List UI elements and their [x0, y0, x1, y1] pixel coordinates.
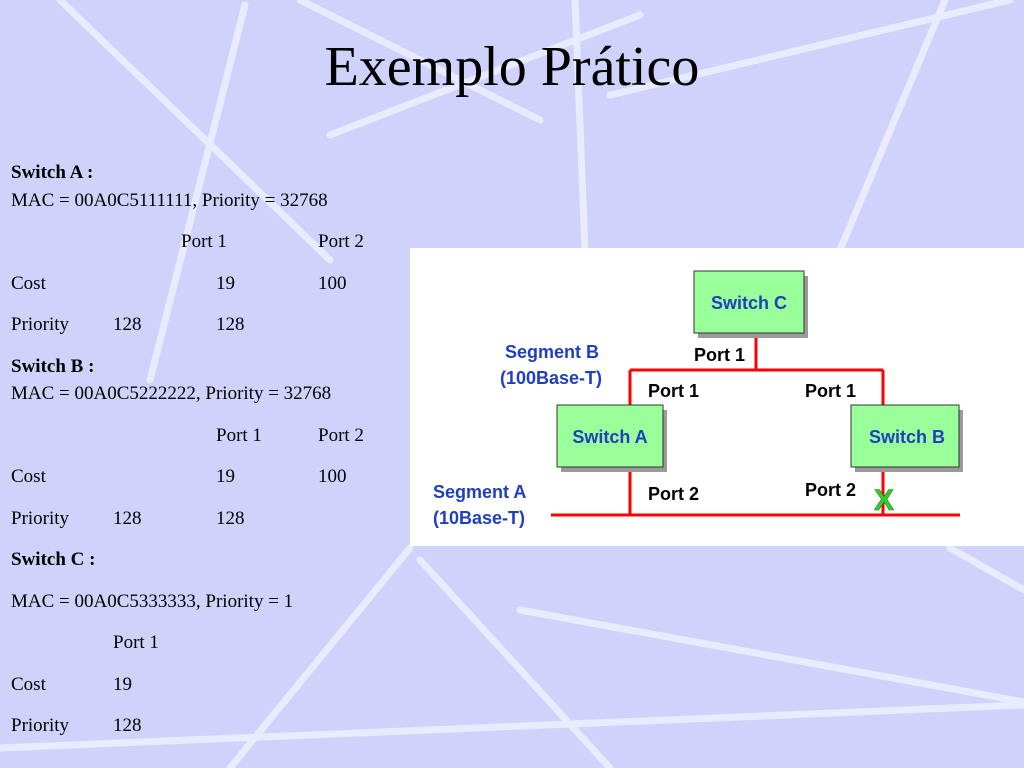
switch-c-mac: MAC = 00A0C5333333, Priority = 1 — [11, 591, 294, 612]
segment-b-label-line1: Segment B — [505, 342, 599, 362]
switch-a-port1-header: Port 1 — [181, 231, 227, 252]
switch-b-mac: MAC = 00A0C5222222, Priority = 32768 — [11, 383, 332, 404]
switch-a-mac: MAC = 00A0C5111111, Priority = 32768 — [11, 190, 328, 211]
switch-a-heading: Switch A : — [11, 162, 94, 183]
switch-c-port1-label: Port 1 — [694, 345, 745, 365]
switch-a-cost-port1: 19 — [216, 273, 235, 294]
switch-a-port2-label: Port 2 — [648, 484, 699, 504]
network-diagram: Switch C Switch A Switch B Segment B (10… — [410, 248, 1024, 546]
switch-a-label: Switch A — [572, 427, 647, 447]
switch-a-priority-port2: 128 — [216, 314, 245, 335]
switch-c-heading: Switch C : — [11, 549, 96, 570]
switch-b-label: Switch B — [869, 427, 945, 447]
switch-b-cost-label: Cost — [11, 466, 46, 487]
switch-b-heading: Switch B : — [11, 356, 95, 377]
switch-c-label: Switch C — [711, 293, 787, 313]
switch-b-priority-port1: 128 — [113, 508, 142, 529]
segment-a-label-line1: Segment A — [433, 482, 526, 502]
page-title: Exemplo Prático — [324, 36, 700, 98]
switch-b-port2-label: Port 2 — [805, 480, 856, 500]
switch-c-priority-label: Priority — [11, 715, 70, 736]
network-diagram-svg: Switch C Switch A Switch B Segment B (10… — [433, 270, 963, 528]
switch-a-priority-port1: 128 — [113, 314, 142, 335]
switch-b-priority-label: Priority — [11, 508, 70, 529]
switch-b-cost-port1: 19 — [216, 466, 235, 487]
switch-c-cost-label: Cost — [11, 674, 46, 695]
switch-b-port1-label: Port 1 — [805, 381, 856, 401]
switch-a-box — [556, 404, 664, 468]
switch-c-priority-port1: 128 — [113, 715, 142, 736]
switch-a-port1-label: Port 1 — [648, 381, 699, 401]
switch-b-cost-port2: 100 — [318, 466, 347, 487]
switch-c-cost-port1: 19 — [113, 674, 132, 695]
switch-a-port2-header: Port 2 — [318, 231, 364, 252]
blocked-port-mark: X — [874, 484, 894, 517]
switch-a-priority-label: Priority — [11, 314, 70, 335]
segment-a-label-line2: (10Base-T) — [433, 508, 525, 528]
switch-a-cost-label: Cost — [11, 273, 46, 294]
switch-b-port2-header: Port 2 — [318, 425, 364, 446]
switch-b-box — [850, 404, 960, 468]
switch-c-port1-header: Port 1 — [113, 632, 159, 653]
switch-b-port1-header: Port 1 — [216, 425, 262, 446]
switch-b-priority-port2: 128 — [216, 508, 245, 529]
switch-c-box — [693, 270, 805, 334]
segment-b-label-line2: (100Base-T) — [500, 368, 602, 388]
switch-a-cost-port2: 100 — [318, 273, 347, 294]
